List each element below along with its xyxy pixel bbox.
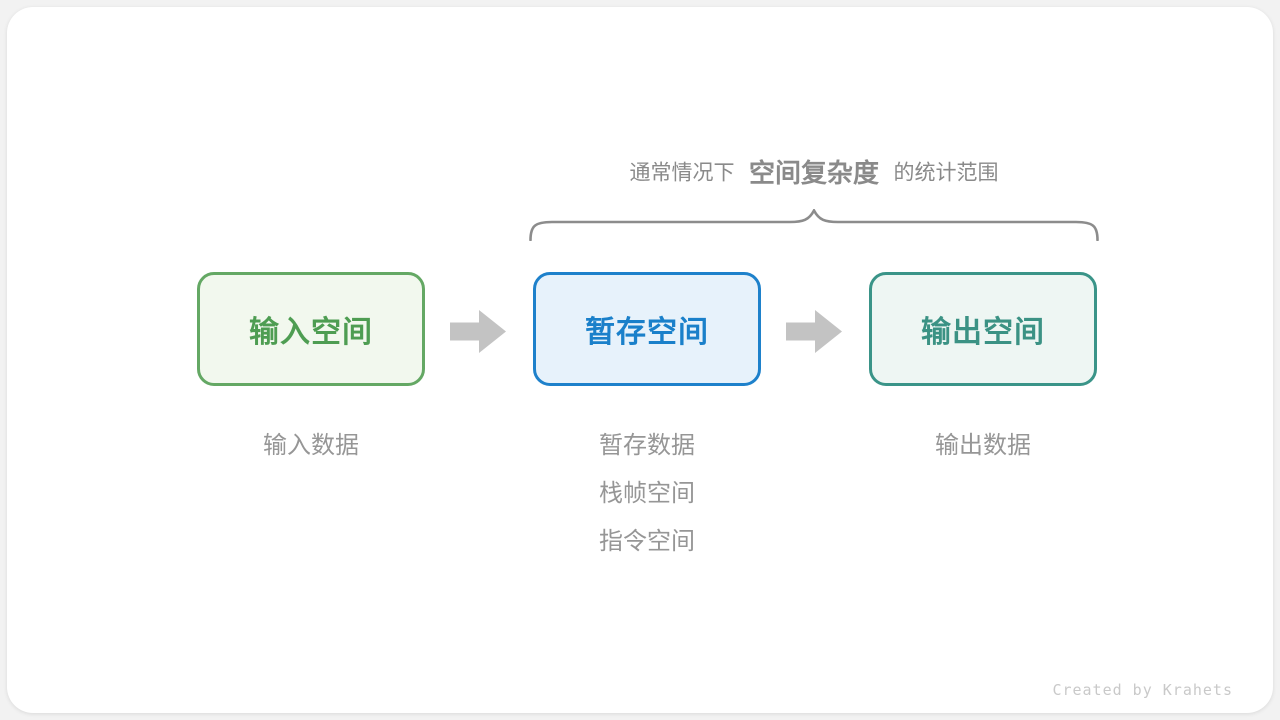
curly-brace-icon <box>529 207 1099 242</box>
sublabel-line: 输入数据 <box>263 432 359 459</box>
sublabel-line: 栈帧空间 <box>599 480 695 507</box>
right-arrow-icon <box>450 310 506 353</box>
sublabel-line: 指令空间 <box>599 528 695 555</box>
caption: 通常情况下 空间复杂度 的统计范围 <box>529 153 1099 190</box>
sublabels-input-space: 输入数据 <box>197 422 425 470</box>
box-input-space: 输入空间 <box>197 272 425 386</box>
box-output-space-label: 输出空间 <box>921 316 1045 349</box>
box-input-space-label: 输入空间 <box>249 316 373 349</box>
sublabels-output-space: 输出数据 <box>869 422 1097 470</box>
caption-highlight: 空间复杂度 <box>748 158 879 188</box>
right-arrow-icon <box>786 310 842 353</box>
sublabel-line: 暂存数据 <box>599 432 695 459</box>
box-temp-space: 暂存空间 <box>533 272 761 386</box>
caption-prefix: 通常情况下 <box>629 161 735 185</box>
sublabel-line: 输出数据 <box>935 432 1031 459</box>
box-output-space: 输出空间 <box>869 272 1097 386</box>
sublabels-temp-space: 暂存数据 栈帧空间 指令空间 <box>533 422 761 566</box>
watermark: Created by Krahets <box>1052 681 1233 699</box>
caption-suffix: 的统计范围 <box>893 161 999 185</box>
box-temp-space-label: 暂存空间 <box>585 316 709 349</box>
diagram-card: 通常情况下 空间复杂度 的统计范围 输入空间 暂存空间 <box>7 7 1273 713</box>
